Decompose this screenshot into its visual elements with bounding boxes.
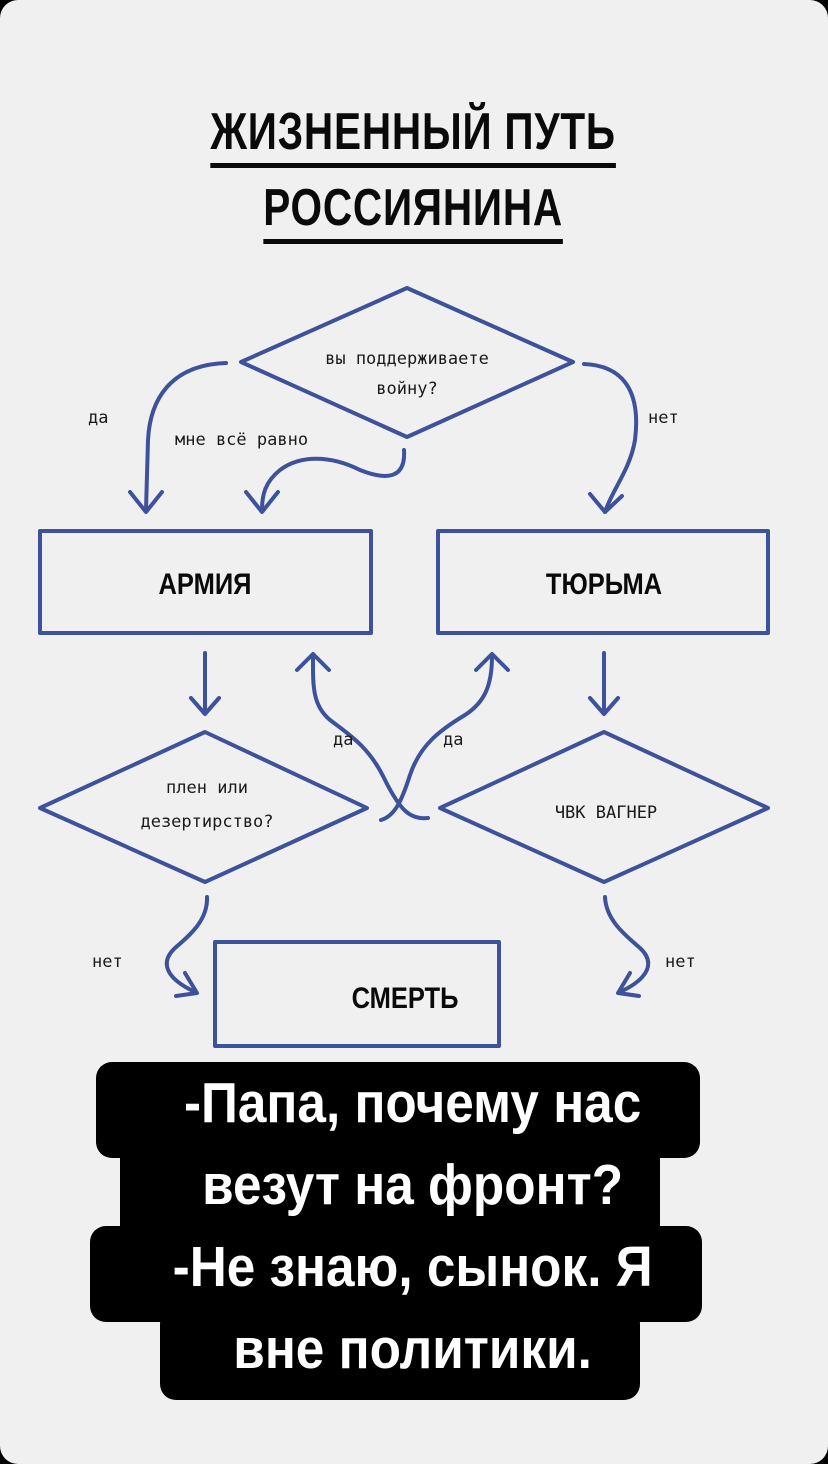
node-army-label: АРМИЯ [159,567,252,600]
caption-line-1: -Папа, почему нас [0,1062,828,1144]
arrowhead-prison-down [588,696,620,716]
caption-text-4: вне политики. [233,1317,592,1381]
node-death-label: СМЕРТЬ [352,981,459,1014]
caption-line-4: вне политики. [0,1308,828,1390]
arrowhead-wagner-death [616,971,641,998]
decision-support-war [239,286,575,439]
label-yes-to-prison: да [443,730,463,750]
title-text-2: РОССИЯНИНА [263,179,564,244]
node-death [213,940,501,1048]
arrowhead-up-prison [474,652,510,672]
caption-text-1: -Папа, почему нас [183,1071,642,1135]
edge-dont-care-to-army [260,448,407,512]
caption-bg-2 [120,1142,660,1242]
arrowhead-up-army [295,652,331,672]
decision-wagner [438,730,770,884]
caption-line-3: -Не знаю, сынок. Я [0,1226,828,1308]
flowchart: вы поддерживаете войну? да мне всё равно… [38,286,770,1048]
arrowhead-army-down [189,696,221,716]
caption-line-2: везут на фронт? [0,1144,828,1226]
arrowhead-dont-care [244,490,280,514]
edge-no-to-prison [582,362,639,514]
label-yes-to-army: да [333,730,353,750]
decision-support-war-line2: войну? [376,379,437,399]
decision-captivity-desertion [38,730,369,884]
caption-bg-3 [90,1226,702,1322]
label-no: нет [648,408,679,428]
edge-captivity-to-prison [379,654,494,822]
title-line-2: РОССИЯНИНА [90,178,736,244]
caption-text-3: -Не знаю, сынок. Я [172,1235,653,1299]
decision-captivity-line2: дезертирство? [140,812,273,832]
node-prison-label: ТЮРЬМА [546,567,662,600]
node-army [38,529,373,635]
caption-text-2: везут на фронт? [202,1153,624,1217]
decision-wagner-label: ЧВК ВАГНЕР [555,803,657,823]
decision-support-war-line1: вы поддерживаете [325,349,489,369]
edge-captivity-to-death [164,895,210,994]
node-prison [436,529,770,635]
arrowhead-no-prison [588,492,624,514]
arrowhead-captivity-death [174,971,199,998]
edge-yes-to-army [144,361,228,512]
title-text-1: ЖИЗНЕННЫЙ ПУТЬ [210,103,616,168]
arrowhead-yes-army [128,490,164,514]
decision-captivity-line1: плен или [166,778,248,798]
label-no-captivity: нет [92,952,123,972]
label-dont-care: мне всё равно [175,430,308,450]
label-yes: да [88,408,108,428]
caption: -Папа, почему нас везут на фронт? -Не зн… [0,1062,828,1400]
label-no-wagner: нет [665,952,696,972]
title-line-1: ЖИЗНЕННЫЙ ПУТЬ [90,102,736,168]
caption-bg-4 [160,1308,640,1400]
edge-wagner-to-death [603,895,651,994]
edge-wagner-to-army [310,654,430,821]
